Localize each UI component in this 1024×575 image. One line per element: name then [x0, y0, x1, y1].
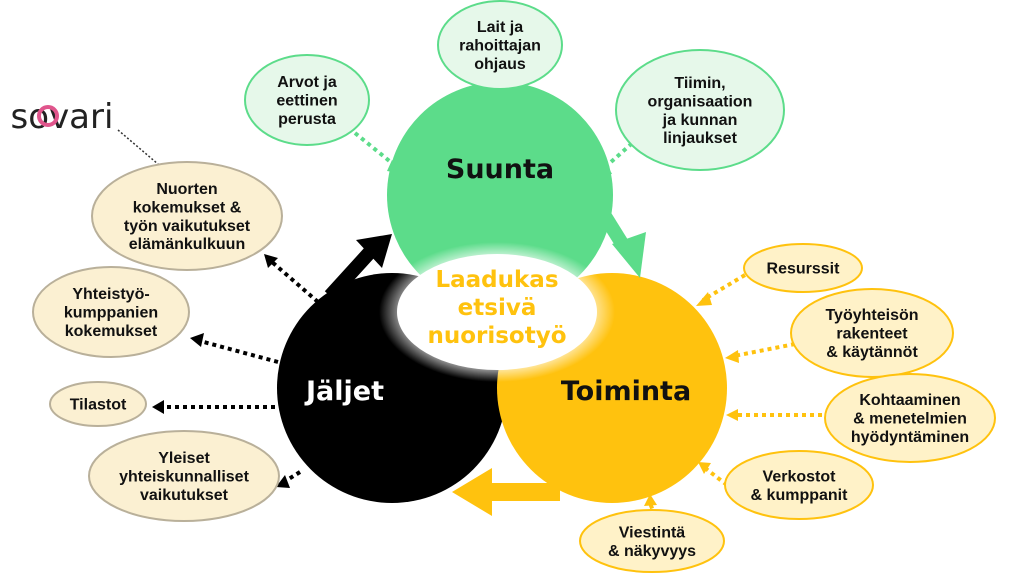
bubble-kohtaaminen-line-2: & menetelmien	[853, 411, 967, 428]
center-title-line-2: etsivä	[458, 295, 537, 321]
bubble-yhteistyo-shape	[32, 266, 190, 358]
bubble-yleiset-line-1: Yleiset	[158, 450, 210, 467]
bubble-verkostot-line-1: Verkostot	[763, 468, 837, 485]
connector-nuorten	[270, 260, 320, 304]
connector-yleiset-head	[276, 475, 290, 488]
bubble-kohtaaminen-shape	[824, 373, 996, 463]
bubble-tilastot-line-1: Tilastot	[70, 397, 127, 414]
connector-resurssit	[701, 273, 747, 302]
bubble-yhteistyo-line-1: Yhteistyö-	[72, 286, 149, 303]
bubble-nuorten-line-3: työn vaikutukset	[124, 218, 251, 235]
connector-nuorten-head	[264, 254, 278, 268]
bubble-viestinta-line-1: Viestintä	[619, 524, 686, 541]
connector-arvot-head	[387, 160, 404, 174]
connector-arvot	[353, 131, 400, 170]
bubble-tyoyhteison-shape	[790, 288, 954, 378]
connector-tilastot-head	[152, 400, 164, 414]
bubble-nuorten-line-2: kokemukset &	[133, 199, 242, 216]
arrow-suunta-to-toiminta-head	[612, 232, 646, 278]
bubble-tiimin-line-3: ja kunnan	[662, 112, 738, 129]
bubble-tiimin-line-1: Tiimin,	[674, 75, 725, 92]
bubble-tiimin-shape	[615, 49, 785, 171]
bubble-resurssit-shape	[743, 243, 863, 293]
bubble-arvot-line-3: perusta	[278, 111, 336, 128]
bubble-tilastot-shape	[49, 381, 147, 427]
sovari-logo-o-accent	[37, 105, 59, 127]
circle-title-jaljet: Jäljet	[304, 376, 384, 407]
bubble-viestinta-shape	[579, 509, 725, 573]
bubble-yhteistyo-line-2: kumppanien	[64, 305, 158, 322]
connector-viestinta-head	[644, 494, 657, 506]
arrow-toiminta-to-jaljet-head	[452, 468, 492, 516]
connector-tyoyhteison	[733, 342, 796, 358]
bubble-yleiset-line-2: yhteiskunnalliset	[119, 469, 249, 486]
connector-yhteistyo	[199, 339, 279, 364]
bubble-tilastot: Tilastot	[49, 381, 147, 427]
arrow-jaljet-to-suunta	[324, 247, 376, 301]
connector-verkostot	[703, 466, 729, 487]
connector-yleiset	[282, 470, 302, 484]
bubble-arvot-line-1: Arvot ja	[277, 74, 337, 91]
bubble-lait-line-2: rahoittajan	[459, 38, 541, 55]
bubble-tyoyhteison-line-2: rakenteet	[836, 326, 908, 343]
bubble-viestinta-line-2: & näkyvyys	[608, 543, 696, 560]
center-title-line-3: nuorisotyö	[427, 323, 566, 349]
bubble-tyoyhteison: Työyhteisön rakenteet& käytännöt	[790, 288, 954, 378]
circle-title-suunta: Suunta	[446, 154, 554, 185]
bubble-resurssit-line-1: Resurssit	[767, 261, 841, 278]
bubble-arvot-line-2: eettinen	[276, 93, 337, 110]
center-title-line-1: Laadukas	[435, 267, 558, 293]
bubble-nuorten-line-1: Nuorten	[156, 181, 217, 198]
connector-verkostot-head	[698, 462, 711, 474]
bubble-verkostot-shape	[724, 450, 874, 520]
connector-lait-head	[493, 104, 507, 115]
bubble-yleiset-line-3: vaikutukset	[140, 487, 229, 504]
bubble-verkostot: Verkostot & kumppanit	[724, 450, 874, 520]
arrow-jaljet-to-suunta-head	[356, 234, 392, 268]
bubble-viestinta: Viestintä & näkyvyys	[579, 509, 725, 573]
connector-tyoyhteison-head	[725, 350, 739, 363]
sovari-logo: sovari	[11, 97, 114, 137]
bubble-tiimin-line-2: organisaation	[648, 93, 753, 110]
bubble-lait-shape	[437, 0, 563, 90]
circle-title-toiminta: Toiminta	[561, 376, 691, 407]
bubble-lait-line-1: Lait ja	[477, 19, 523, 36]
bubble-tyoyhteison-line-3: & käytännöt	[826, 344, 918, 361]
connector-yhteistyo-head	[190, 333, 204, 347]
bubble-nuorten-line-4: elämänkulkuun	[129, 236, 245, 253]
connector-resurssit-head	[696, 292, 712, 306]
bubble-tiimin-line-4: linjaukset	[663, 130, 737, 147]
bubble-arvot-shape	[244, 54, 370, 146]
center-ellipse	[397, 254, 597, 370]
bubble-yleiset-shape	[88, 430, 280, 522]
bubble-kohtaaminen-line-3: hyödyntäminen	[851, 429, 969, 446]
connector-kohtaaminen-head	[726, 409, 738, 421]
connector-tiimin-head	[596, 162, 612, 176]
bubble-kohtaaminen-line-1: Kohtaaminen	[859, 392, 960, 409]
bubble-yhteistyo-line-3: kokemukset	[65, 323, 158, 340]
bubble-verkostot-line-2: & kumppanit	[751, 487, 849, 504]
bubble-resurssit: Resurssit	[743, 243, 863, 293]
bubble-tyoyhteison-line-1: Työyhteisön	[825, 307, 918, 324]
bubble-nuorten-shape	[91, 161, 283, 271]
bubble-lait-line-3: ohjaus	[474, 56, 526, 73]
